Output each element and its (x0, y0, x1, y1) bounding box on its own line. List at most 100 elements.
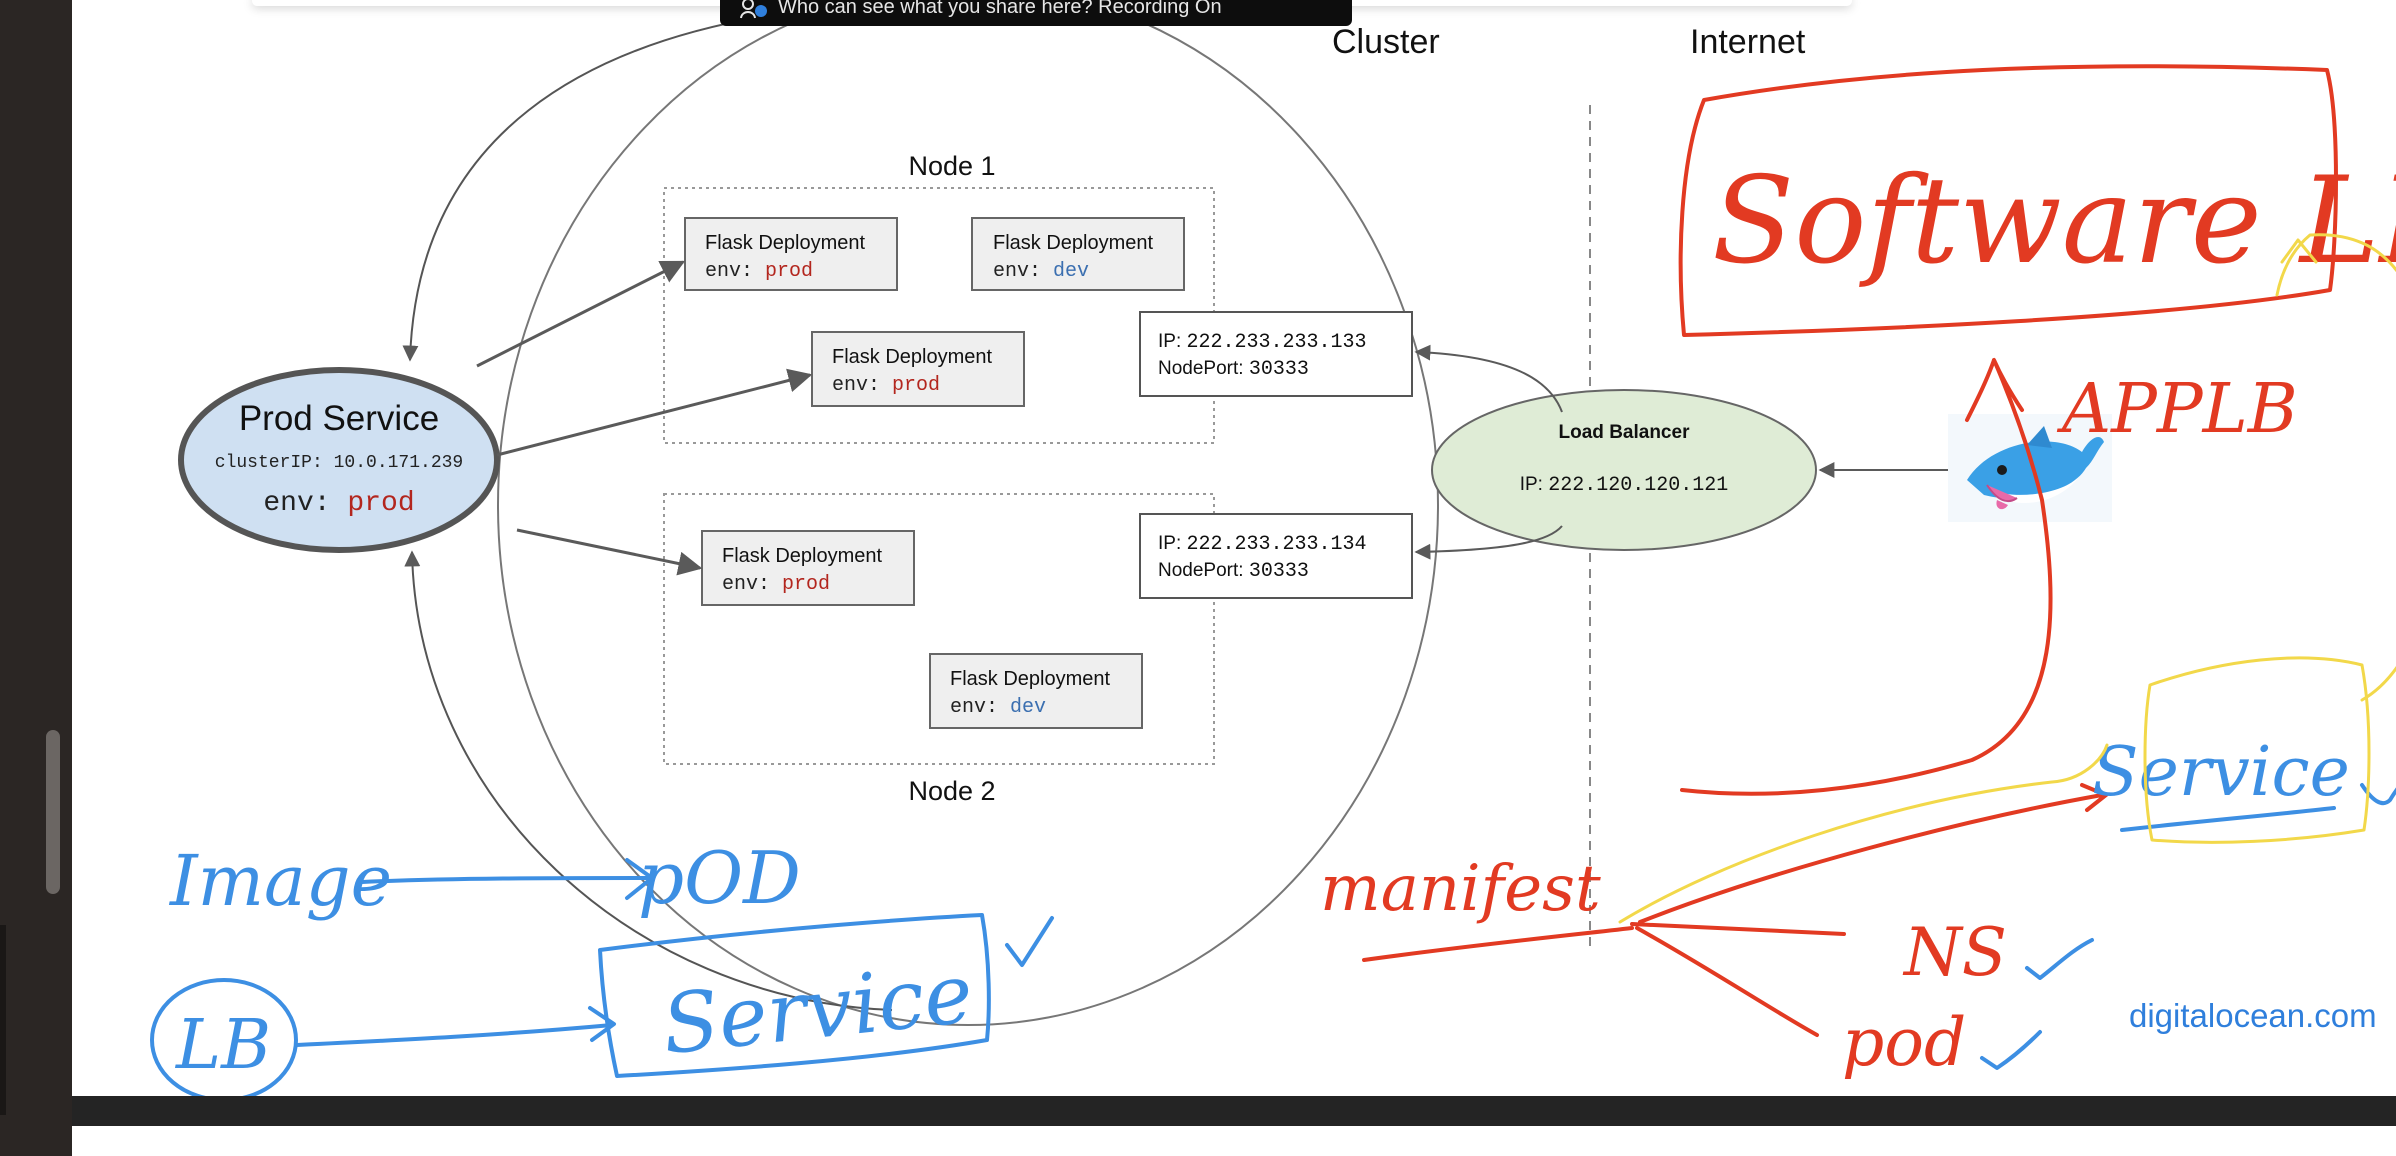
arrow-loop-top (402, 11, 793, 362)
bottom-toolbar (72, 1096, 2396, 1126)
nodeport-ip-value: 222.233.233.134 (1187, 533, 1367, 556)
deployment-node2-b[interactable]: Flask Deployment env: dev (929, 653, 1143, 729)
deployment-title: Flask Deployment (705, 232, 866, 254)
deployment-env-line: env: prod (722, 573, 830, 596)
deployment-env-key: env: (722, 573, 770, 596)
deployment-env-key: env: (950, 696, 998, 719)
nodeport-ip-key: IP: (1158, 331, 1181, 352)
cluster-ip-line: clusterIP: 10.0.171.239 (215, 453, 463, 473)
nodeport-box-2[interactable]: IP: 222.233.233.134 NodePort: 30333 (1139, 513, 1413, 599)
pod-check (1980, 1030, 2042, 1070)
service-left-check (1005, 916, 1054, 967)
shark-mascot-icon (1948, 414, 2112, 522)
lb-circle (150, 978, 298, 1096)
service-env-value: prod (347, 488, 414, 519)
software-lb-box (1678, 64, 2338, 337)
node1-box (663, 187, 1215, 444)
software-lb-text: Software LB (1712, 152, 2396, 291)
deployment-env-value: prod (765, 260, 813, 283)
arrow-service-to-deploy-1 (476, 260, 686, 368)
deployment-title: Flask Deployment (722, 545, 883, 567)
share-recording-icon (740, 0, 770, 23)
deployment-env-value: dev (1010, 696, 1046, 719)
nodeport-port-line: NodePort: 30333 (1158, 560, 1309, 583)
pod-text: pOD (638, 836, 801, 920)
deployment-node1-b[interactable]: Flask Deployment env: dev (971, 217, 1185, 291)
lb-text: LB (174, 1006, 271, 1085)
recording-banner-text: Who can see what you share here? Recordi… (778, 0, 1222, 18)
prod-service-title: Prod Service (239, 399, 439, 438)
internet-label: Internet (1690, 23, 1806, 61)
scrollbar-thumb[interactable] (46, 730, 60, 894)
load-balancer-ip-value: 222.120.120.121 (1548, 474, 1728, 497)
deployment-node2-a[interactable]: Flask Deployment env: prod (701, 530, 915, 606)
manifest-to-service-arrow (1638, 783, 2110, 924)
manifest-to-pod-arrow (1635, 926, 1819, 1037)
deployment-env-line: env: prod (705, 260, 813, 283)
nodeport-port-key: NodePort: (1158, 358, 1244, 379)
deployment-env-key: env: (705, 260, 753, 283)
service-env-key: env: (263, 488, 330, 519)
ns-check (2025, 938, 2094, 980)
credit-link[interactable]: digitalocean.com (2129, 997, 2377, 1034)
arrow-service-to-deploy-4 (516, 528, 703, 576)
whiteboard-canvas[interactable]: Cluster Internet Node 1 Node 2 Prod Serv… (72, 0, 2396, 1096)
cluster-ip-key: clusterIP: (215, 453, 323, 473)
nodeport-box-1[interactable]: IP: 222.233.233.133 NodePort: 30333 (1139, 311, 1413, 397)
load-balancer[interactable]: Load Balancer IP: 222.120.120.121 (1431, 389, 1817, 551)
manifest-text: manifest (1320, 852, 1601, 926)
deployment-env-line: env: dev (950, 696, 1046, 719)
load-balancer-ip-line: IP: 222.120.120.121 (1520, 474, 1729, 497)
blue-annotations: Image pOD Service LB Service (150, 733, 2396, 1096)
service-to-software-lb-arrow (2275, 233, 2396, 702)
deployment-env-line: env: dev (993, 260, 1089, 283)
deployment-node1-a[interactable]: Flask Deployment env: prod (684, 217, 898, 291)
prod-service[interactable]: Prod Service clusterIP: 10.0.171.239 env… (178, 367, 500, 553)
deployment-title: Flask Deployment (950, 668, 1111, 690)
side-panel-tab[interactable] (0, 925, 6, 1115)
load-balancer-title: Load Balancer (1559, 422, 1691, 443)
cluster-label: Cluster (1332, 23, 1440, 61)
app-lb-arrow (1680, 358, 2053, 796)
image-to-pod-arrow (360, 858, 654, 900)
nodeport-ip-line: IP: 222.233.233.134 (1158, 533, 1367, 556)
load-balancer-ip-key: IP: (1520, 474, 1543, 495)
node2-label: Node 2 (908, 776, 995, 806)
manifest-annotation: manifest NS pod (1320, 783, 2110, 1081)
deployment-env-key: env: (832, 374, 880, 397)
service-right-check (2360, 783, 2396, 806)
nodeport-port-key: NodePort: (1158, 560, 1244, 581)
deployment-title: Flask Deployment (832, 346, 993, 368)
pod-right-text: pod (1842, 1004, 1966, 1081)
lb-to-service-arrow (295, 1006, 616, 1047)
app-lb-annotation: APPLB (1680, 358, 2298, 796)
manifest-underline (1362, 926, 1634, 962)
nodeport-ip-line: IP: 222.233.233.133 (1158, 331, 1367, 354)
bottom-strip (72, 1126, 2396, 1156)
service-left-box (598, 913, 991, 1078)
deployment-env-value: prod (892, 374, 940, 397)
manifest-to-service-yellow (1618, 743, 2109, 924)
left-rail (0, 0, 72, 1156)
deployment-title: Flask Deployment (993, 232, 1154, 254)
service-env-line: env: prod (263, 488, 414, 519)
nodeport-port-value: 30333 (1249, 560, 1309, 583)
node2-box (663, 493, 1215, 765)
arrow-lb-to-nodeport-1 (1414, 344, 1563, 413)
deployment-env-line: env: prod (832, 374, 940, 397)
manifest-to-ns-arrow (1630, 922, 1846, 936)
image-text: Image (168, 840, 392, 922)
service-left-text: Service (658, 946, 977, 1073)
nodeport-port-value: 30333 (1249, 358, 1309, 381)
arrow-loop-bottom (404, 550, 893, 1011)
nodeport-ip-key: IP: (1158, 533, 1181, 554)
ns-text: NS (1902, 914, 2007, 991)
prod-service-shape (178, 367, 500, 553)
arrow-lb-to-nodeport-2 (1414, 525, 1563, 560)
recording-banner[interactable]: Who can see what you share here? Recordi… (720, 0, 1352, 26)
deployment-node1-c[interactable]: Flask Deployment env: prod (811, 331, 1025, 407)
yellow-annotations (1618, 233, 2396, 924)
deployment-env-value: dev (1053, 260, 1089, 283)
service-right-box (2143, 656, 2371, 844)
service-right-underline (2120, 806, 2336, 832)
